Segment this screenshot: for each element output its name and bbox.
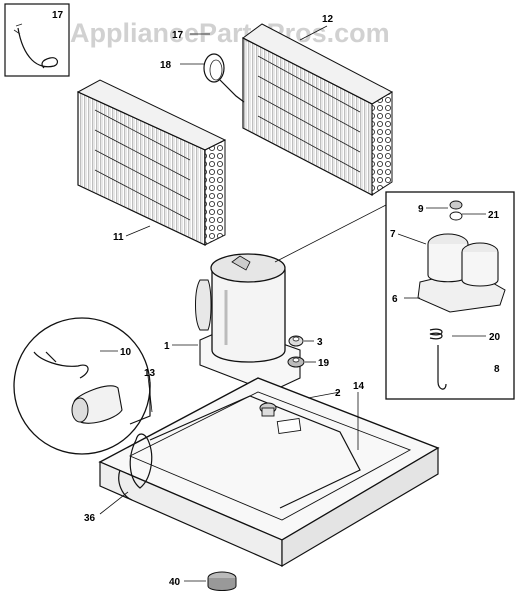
callout-19: 19 [318,358,330,369]
callout-9: 9 [418,204,424,215]
callout-1: 1 [164,341,170,352]
base-pan-14 [98,377,440,568]
foot-40 [184,571,237,591]
watermark-text: AppliancePartsPros.com [70,18,390,48]
callout-18: 18 [160,60,172,71]
callout-2: 2 [335,388,341,399]
bracket-13 [129,375,153,425]
callout-11: 11 [113,232,124,243]
inset-box-17 [4,3,70,77]
capillary-tube-18 [180,33,245,103]
grommet-3 [288,335,314,347]
callout-20: 20 [489,332,501,343]
detail-box-overload [274,191,515,400]
callout-17-inset: 17 [52,10,64,21]
evaporator-coil-11 [76,79,227,246]
callout-8: 8 [494,364,500,375]
drain-valve-2 [259,402,277,417]
cord-36 [99,433,153,515]
callout-17: 17 [172,30,184,41]
condenser-coil-12 [242,23,394,196]
callout-21: 21 [488,210,500,221]
callout-14: 14 [353,381,365,392]
callout-12: 12 [322,14,334,25]
compressor-1 [172,253,301,393]
grommet-19 [287,356,316,368]
callout-36: 36 [84,513,96,524]
callout-10: 10 [120,347,132,358]
callout-40: 40 [169,577,181,588]
callout-3: 3 [317,337,323,348]
callout-6: 6 [392,294,398,305]
circle-inset-10 [13,317,151,455]
callout-7: 7 [390,229,396,240]
callout-13: 13 [144,368,156,379]
